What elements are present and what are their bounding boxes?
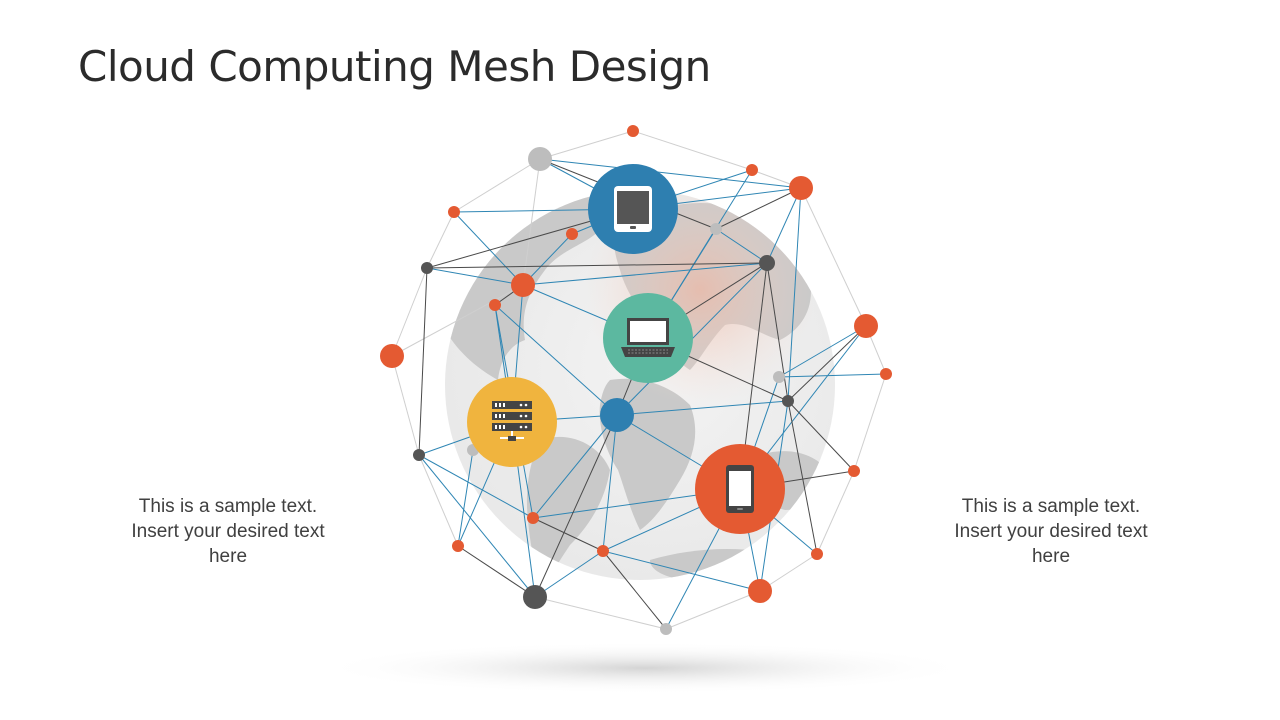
right-text-line: Insert your desired text	[954, 521, 1148, 542]
mesh-node	[710, 223, 722, 235]
mesh-line	[457, 449, 474, 547]
laptop-hub[interactable]	[603, 293, 693, 383]
mesh-line	[522, 158, 541, 286]
mesh-node	[773, 371, 785, 383]
ground-shadow	[315, 642, 975, 694]
mesh-line	[816, 470, 855, 555]
mesh-line	[787, 400, 855, 472]
smartphone-icon	[726, 465, 754, 513]
mesh-line	[534, 414, 618, 598]
left-text-line: here	[208, 546, 248, 567]
mesh-node	[523, 585, 547, 609]
mesh-line	[715, 228, 768, 264]
mesh-line	[457, 545, 536, 598]
server-hub[interactable]	[467, 377, 557, 467]
mesh-line	[391, 284, 524, 357]
mesh-line	[534, 550, 604, 598]
mesh-node	[597, 545, 609, 557]
mesh-node	[811, 548, 823, 560]
laptop-icon	[621, 318, 675, 357]
right-text-line: here	[1031, 546, 1071, 567]
mesh-line	[616, 400, 789, 416]
mesh-line	[418, 454, 536, 598]
mesh-node	[782, 395, 794, 407]
mesh-line	[665, 590, 761, 630]
mesh-node	[413, 449, 425, 461]
mesh-node	[448, 206, 460, 218]
mesh-node	[452, 540, 464, 552]
mesh-node	[527, 512, 539, 524]
mesh-line	[539, 130, 634, 160]
mesh-line	[391, 267, 428, 357]
mesh-node	[880, 368, 892, 380]
left-text-line: Insert your desired text	[131, 521, 325, 542]
mesh-line	[522, 262, 768, 286]
mesh-node	[528, 147, 552, 171]
mesh-line	[453, 158, 541, 213]
smartphone-hub[interactable]	[695, 444, 785, 534]
mesh-node	[660, 623, 672, 635]
left-text-line: This is a sample text.	[138, 496, 318, 517]
mesh-node	[848, 465, 860, 477]
mesh-line	[426, 267, 524, 286]
server-rack-icon	[492, 401, 532, 441]
mesh-line	[539, 158, 802, 189]
mesh-line	[602, 550, 761, 592]
mesh-node	[566, 228, 578, 240]
mesh-line	[800, 187, 867, 327]
mesh-node	[489, 299, 501, 311]
mesh-line	[391, 355, 420, 456]
tablet-icon	[614, 186, 652, 232]
mesh-line	[418, 454, 534, 519]
mesh-node	[421, 262, 433, 274]
mesh-line	[787, 325, 867, 402]
mesh-node	[748, 579, 772, 603]
mesh-line	[426, 211, 455, 269]
mesh-line	[534, 596, 667, 630]
mesh-line	[602, 550, 667, 630]
mesh-line	[778, 373, 887, 378]
mesh-line	[787, 400, 818, 555]
mesh-line	[602, 414, 618, 552]
mesh-line	[426, 262, 768, 269]
mesh-node	[380, 344, 404, 368]
mesh-line	[632, 130, 753, 171]
mesh-node	[627, 125, 639, 137]
mesh-line	[715, 187, 802, 230]
mesh-node	[746, 164, 758, 176]
mesh-line	[532, 414, 618, 519]
tablet-hub[interactable]	[588, 164, 678, 254]
mesh-line	[494, 304, 618, 416]
mesh-node	[854, 314, 878, 338]
mesh-node	[511, 273, 535, 297]
right-text-line: This is a sample text.	[961, 496, 1141, 517]
mesh-node	[789, 176, 813, 200]
right-sample-text: This is a sample text. Insert your desir…	[921, 494, 1181, 569]
mesh-line	[778, 325, 867, 378]
mesh-line	[853, 373, 887, 472]
mesh-line	[766, 187, 802, 264]
mesh-nodes	[380, 125, 892, 635]
left-sample-text: This is a sample text. Insert your desir…	[98, 494, 358, 569]
mesh-line	[787, 187, 802, 402]
mesh-node	[600, 398, 634, 432]
mesh-node	[759, 255, 775, 271]
mesh-line	[418, 454, 459, 547]
slide-title: Cloud Computing Mesh Design	[78, 42, 711, 91]
mesh-line	[453, 211, 524, 286]
mesh-line	[532, 517, 604, 552]
mesh-line	[418, 267, 428, 456]
